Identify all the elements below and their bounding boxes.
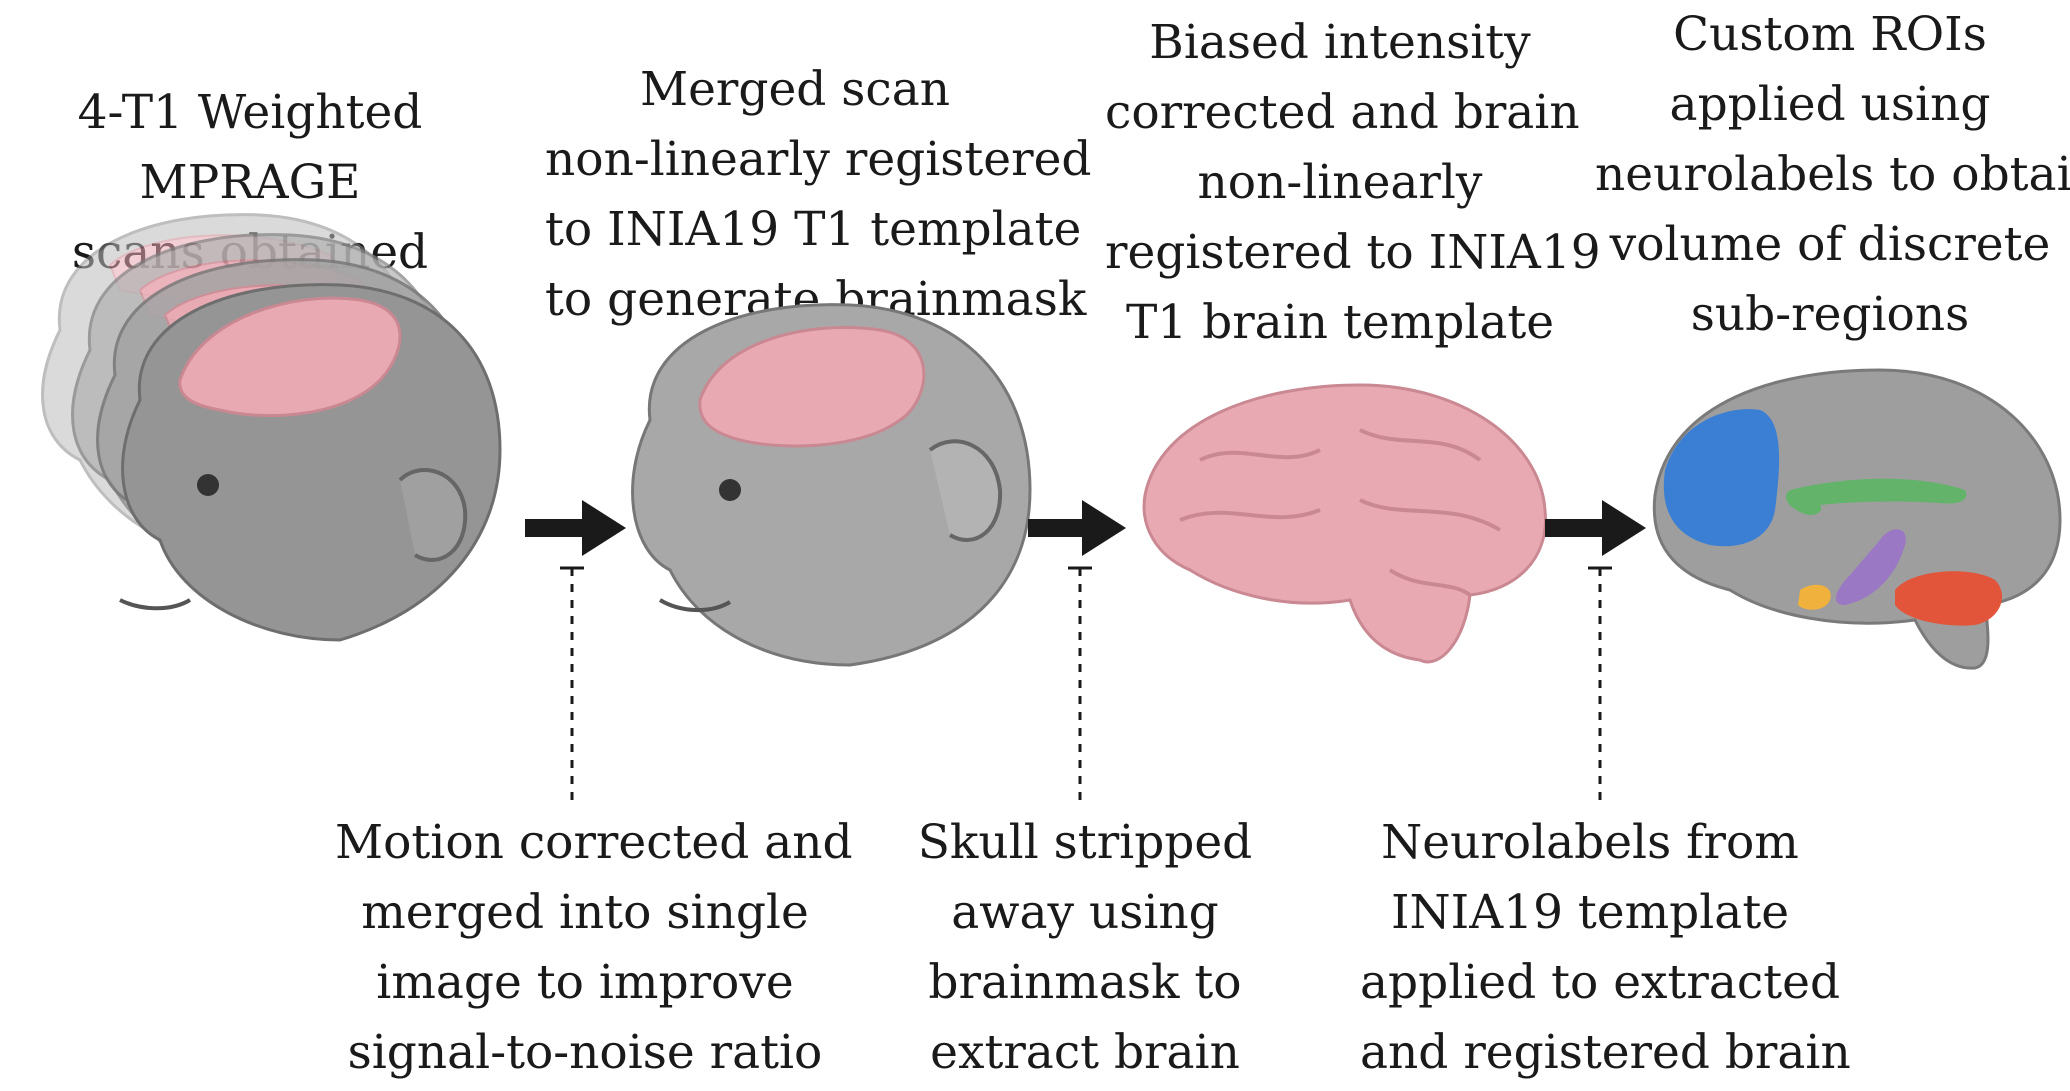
arrow-3-icon	[1545, 500, 1646, 805]
monkey-head-icon	[631, 303, 1032, 667]
monkey-head-stack-icon	[41, 213, 502, 642]
arrow-1-icon	[525, 500, 626, 805]
step-2-label: Merged scan non-linearly registered to I…	[545, 62, 1092, 327]
brain-roi-icon	[1652, 368, 2062, 670]
arrow-2-icon	[1028, 500, 1126, 805]
transition-2-label: Skull stripped away using brainmask to e…	[917, 815, 1253, 1080]
step-3-label: Biased intensity corrected and brain non…	[1105, 15, 1601, 350]
step-4-label: Custom ROIs applied using neurolabels to…	[1595, 7, 2070, 342]
transition-3-label: Neurolabels from INIA19 template applied…	[1360, 815, 1851, 1080]
brain-icon	[1142, 383, 1547, 664]
transition-1-label: Motion corrected and merged into single …	[335, 815, 853, 1080]
